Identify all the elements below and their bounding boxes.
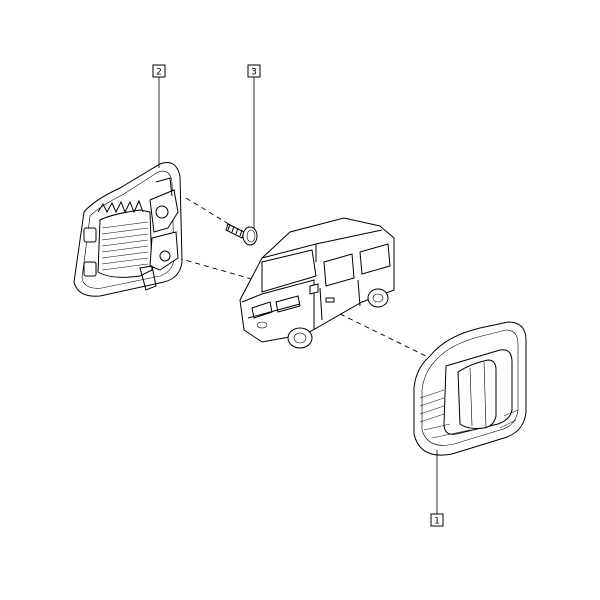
assembly-guide-lines — [177, 197, 439, 363]
callout-label-2: 2 — [156, 68, 162, 78]
callout-1: 1 — [430, 513, 444, 527]
callout-label-1: 1 — [434, 517, 440, 527]
part-1-exterior-handle — [413, 321, 527, 456]
callout-3: 3 — [247, 64, 261, 78]
van-illustration — [239, 217, 395, 349]
part-3-screw — [225, 223, 258, 246]
callout-2: 2 — [152, 64, 166, 78]
bracket-hatching — [101, 221, 149, 271]
callout-label-3: 3 — [251, 68, 257, 78]
part-2-bracket — [73, 162, 183, 297]
leader-lines — [158, 77, 438, 514]
handle-hatching — [419, 389, 519, 439]
